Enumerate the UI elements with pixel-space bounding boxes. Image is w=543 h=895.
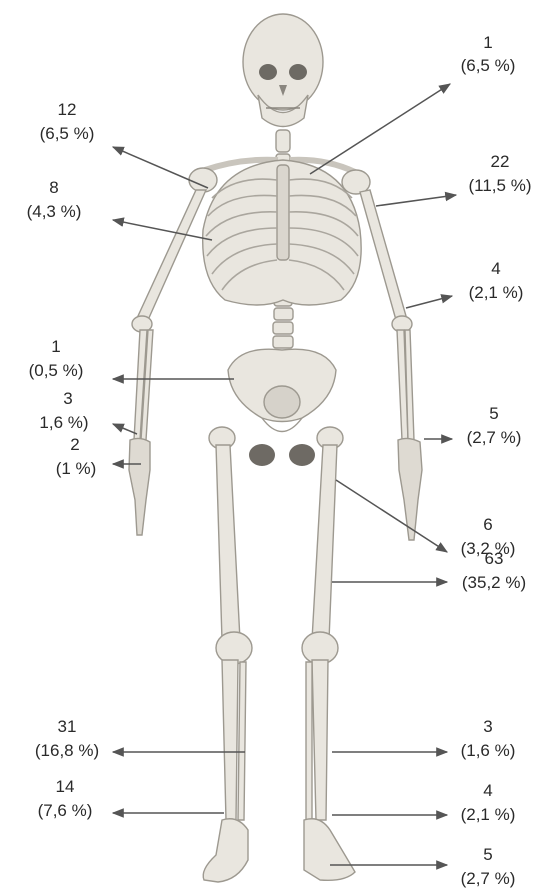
arrow-skull-trunk (310, 84, 450, 174)
label-percent: (2,7 %) (461, 869, 516, 888)
label-count: 3 (63, 389, 72, 408)
ribcage (203, 160, 361, 305)
feet (203, 819, 355, 882)
label-count: 12 (58, 100, 77, 119)
label-tibia-left: 31 (16,8 %) (35, 717, 99, 760)
arrow-clavicle-upper-left (113, 147, 208, 188)
label-percent: (2,1 %) (469, 283, 524, 302)
label-count: 1 (51, 337, 60, 356)
label-percent: (1 %) (56, 459, 97, 478)
label-percent: (6,5 %) (40, 124, 95, 143)
arrow-hip-right (336, 480, 447, 552)
label-hand-right: 5 (2,7 %) (467, 404, 522, 447)
label-forearm-right: 4 (2,1 %) (469, 259, 524, 302)
arrow-ribs-left (113, 220, 212, 240)
arrow-forearm-right (406, 296, 452, 308)
label-percent: (2,7 %) (467, 428, 522, 447)
label-humerus-right: 22 (11,5 %) (469, 152, 532, 195)
label-percent: (11,5 %) (469, 176, 532, 195)
label-skull-trunk: 1 (6,5 %) (461, 33, 516, 75)
label-count: 3 (483, 717, 492, 736)
pelvis (228, 349, 336, 466)
arrow-wrist-left (113, 424, 137, 434)
label-percent: 1,6 %) (39, 413, 88, 432)
label-percent: (16,8 %) (35, 741, 99, 760)
label-count: 4 (491, 259, 500, 278)
label-foot-right: 5 (2,7 %) (461, 845, 516, 888)
label-hand-left: 2 (1 %) (56, 435, 97, 478)
lower-legs (222, 660, 328, 820)
label-percent: (0,5 %) (29, 361, 84, 380)
label-count: 5 (489, 404, 498, 423)
label-percent: (4,3 %) (27, 202, 82, 221)
label-count: 4 (483, 781, 492, 800)
label-count: 63 (485, 549, 504, 568)
arm-left (129, 190, 206, 535)
arrow-humerus-right (376, 195, 456, 206)
arm-right (360, 190, 422, 540)
label-count: 1 (483, 33, 492, 52)
label-count: 8 (49, 178, 58, 197)
label-percent: (2,1 %) (461, 805, 516, 824)
label-tibia-right: 3 (1,6 %) (461, 717, 516, 760)
label-count: 2 (70, 435, 79, 454)
label-percent: (35,2 %) (462, 573, 526, 592)
label-percent: (7,6 %) (38, 801, 93, 820)
label-count: 5 (483, 845, 492, 864)
skull (243, 14, 323, 127)
label-count: 6 (483, 515, 492, 534)
shoulder-left (189, 168, 217, 192)
label-count: 22 (491, 152, 510, 171)
label-ankle-right: 4 (2,1 %) (461, 781, 516, 824)
label-ankle-left: 14 (7,6 %) (38, 777, 93, 820)
label-clavicle-upper-left: 12 (6,5 %) (40, 100, 95, 143)
label-count: 31 (58, 717, 77, 736)
label-percent: (6,5 %) (461, 56, 516, 75)
femurs (209, 427, 343, 664)
label-ribs-left: 8 (4,3 %) (27, 178, 82, 221)
label-percent: (1,6 %) (461, 741, 516, 760)
label-count: 14 (56, 777, 75, 796)
label-pelvis-left: 1 (0,5 %) (29, 337, 84, 380)
label-wrist-left: 3 1,6 %) (39, 389, 88, 432)
